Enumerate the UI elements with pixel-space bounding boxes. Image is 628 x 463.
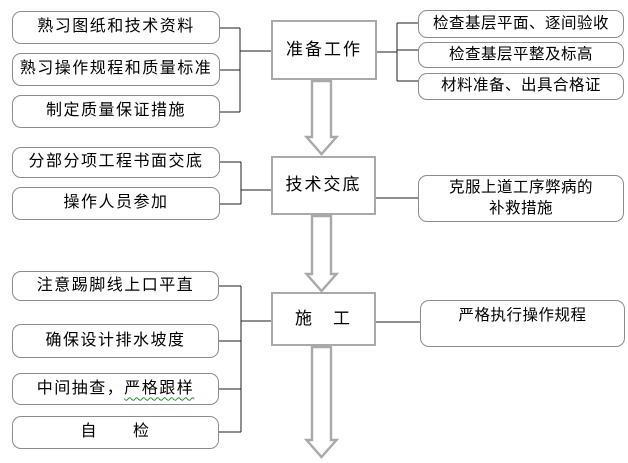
stage1-output-connectors bbox=[376, 22, 419, 82]
output-box-material-certificate: 材料准备、出具合格证 bbox=[418, 73, 624, 100]
spot-check-text: 中间抽查， bbox=[36, 379, 125, 397]
input-box-self-inspection: 自 检 bbox=[12, 416, 219, 449]
stage3-input-connectors bbox=[219, 285, 271, 433]
stage-box-preparation: 准备工作 bbox=[271, 20, 377, 80]
input-box-study-drawings: 熟习图纸和技术资料 bbox=[12, 11, 220, 44]
input-box-operators-participate: 操作人员参加 bbox=[12, 187, 220, 220]
output-box-check-base-level: 检查基层平整及标高 bbox=[418, 42, 624, 68]
input-box-drainage-slope: 确保设计排水坡度 bbox=[12, 324, 219, 358]
output-box-strict-procedures: 严格执行操作规程 bbox=[420, 300, 625, 347]
stage-box-technical-disclosure: 技术交底 bbox=[271, 156, 376, 215]
output-box-remedy-measures: 克服上道工序弊病的 补救措施 bbox=[418, 175, 624, 222]
input-box-written-disclosure: 分部分项工程书面交底 bbox=[12, 147, 220, 178]
input-box-skirting-line: 注意踢脚线上口平直 bbox=[12, 271, 219, 301]
stage-box-construction: 施 工 bbox=[271, 292, 376, 346]
arrow-stage2-to-stage3 bbox=[303, 214, 340, 293]
stage2-input-connectors bbox=[220, 161, 271, 205]
arrow-stage3-down bbox=[303, 345, 340, 459]
input-box-study-procedures: 熟习操作规程和质量标准 bbox=[12, 53, 220, 86]
input-box-quality-measures: 制定质量保证措施 bbox=[12, 95, 220, 128]
input-box-spot-check: 中间抽查，严格跟样 bbox=[12, 373, 219, 405]
stage1-input-connectors bbox=[220, 27, 271, 113]
spot-check-highlighted-text: 严格跟样 bbox=[124, 379, 195, 397]
arrow-stage1-to-stage2 bbox=[303, 79, 340, 156]
output-box-check-base-plane: 检查基层平面、逐间验收 bbox=[418, 10, 624, 38]
